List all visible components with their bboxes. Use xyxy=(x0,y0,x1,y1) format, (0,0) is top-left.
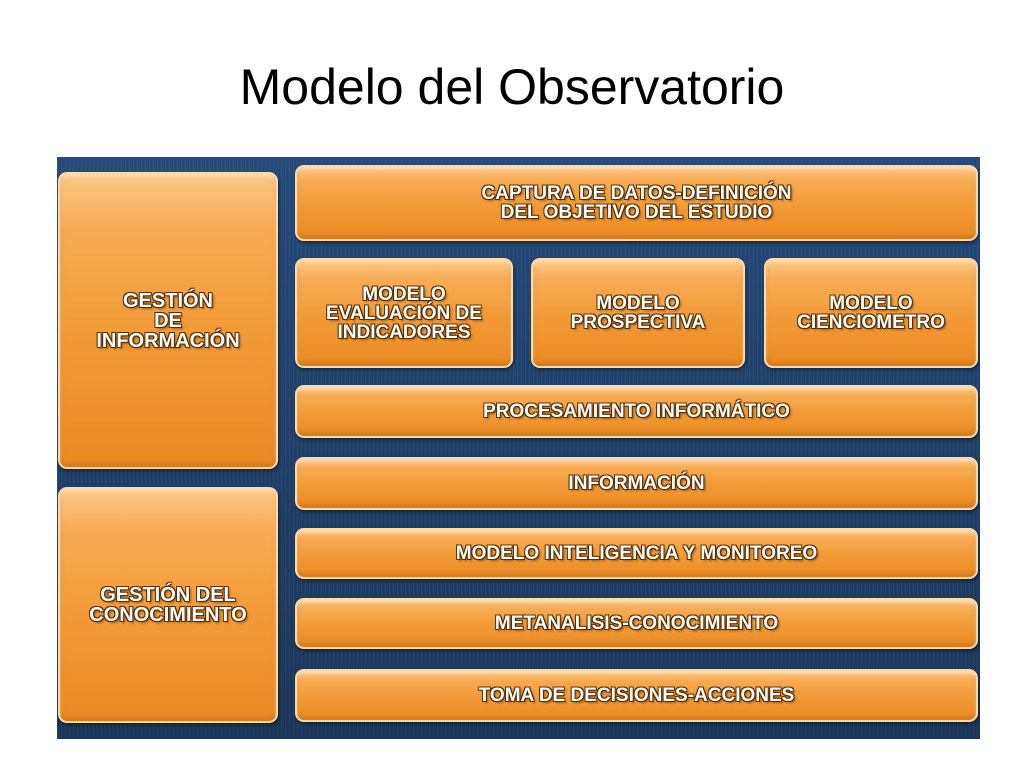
informacion-label: INFORMACIÓN xyxy=(568,473,705,494)
modelo-cienciometro-box: MODELO CIENCIOMETRO xyxy=(764,258,978,368)
modelo-inteligencia-box: MODELO INTELIGENCIA Y MONITOREO xyxy=(295,528,978,579)
toma-decisiones-box: TOMA DE DECISIONES-ACCIONES xyxy=(295,669,978,722)
modelo-evaluacion-label: MODELO EVALUACIÓN DE INDICADORES xyxy=(326,283,482,343)
gestion-conocimiento-box: GESTIÓN DEL CONOCIMIENTO xyxy=(58,487,278,723)
modelo-prospectiva-label: MODELO PROSPECTIVA xyxy=(570,293,706,333)
gestion-conocimiento-label: GESTIÓN DEL CONOCIMIENTO xyxy=(89,584,247,626)
procesamiento-informatico-label: PROCESAMIENTO INFORMÁTICO xyxy=(483,401,790,422)
gestion-informacion-label: GESTIÓN DE INFORMACIÓN xyxy=(96,289,240,352)
gestion-informacion-box: GESTIÓN DE INFORMACIÓN xyxy=(58,172,278,469)
observatory-model-diagram: GESTIÓN DE INFORMACIÓN GESTIÓN DEL CONOC… xyxy=(57,157,980,739)
captura-datos-box: CAPTURA DE DATOS-DEFINICIÓN DEL OBJETIVO… xyxy=(295,165,978,241)
metanalisis-box: METANALISIS-CONOCIMIENTO xyxy=(295,598,978,649)
captura-datos-label: CAPTURA DE DATOS-DEFINICIÓN DEL OBJETIVO… xyxy=(481,183,792,223)
toma-decisiones-label: TOMA DE DECISIONES-ACCIONES xyxy=(478,685,795,706)
procesamiento-informatico-box: PROCESAMIENTO INFORMÁTICO xyxy=(295,385,978,438)
metanalisis-label: METANALISIS-CONOCIMIENTO xyxy=(494,613,779,634)
modelo-prospectiva-box: MODELO PROSPECTIVA xyxy=(531,258,745,368)
modelo-inteligencia-label: MODELO INTELIGENCIA Y MONITOREO xyxy=(455,543,818,564)
informacion-box: INFORMACIÓN xyxy=(295,457,978,510)
slide-title: Modelo del Observatorio xyxy=(239,59,785,115)
modelo-cienciometro-label: MODELO CIENCIOMETRO xyxy=(797,293,945,333)
modelo-evaluacion-box: MODELO EVALUACIÓN DE INDICADORES xyxy=(295,258,513,368)
